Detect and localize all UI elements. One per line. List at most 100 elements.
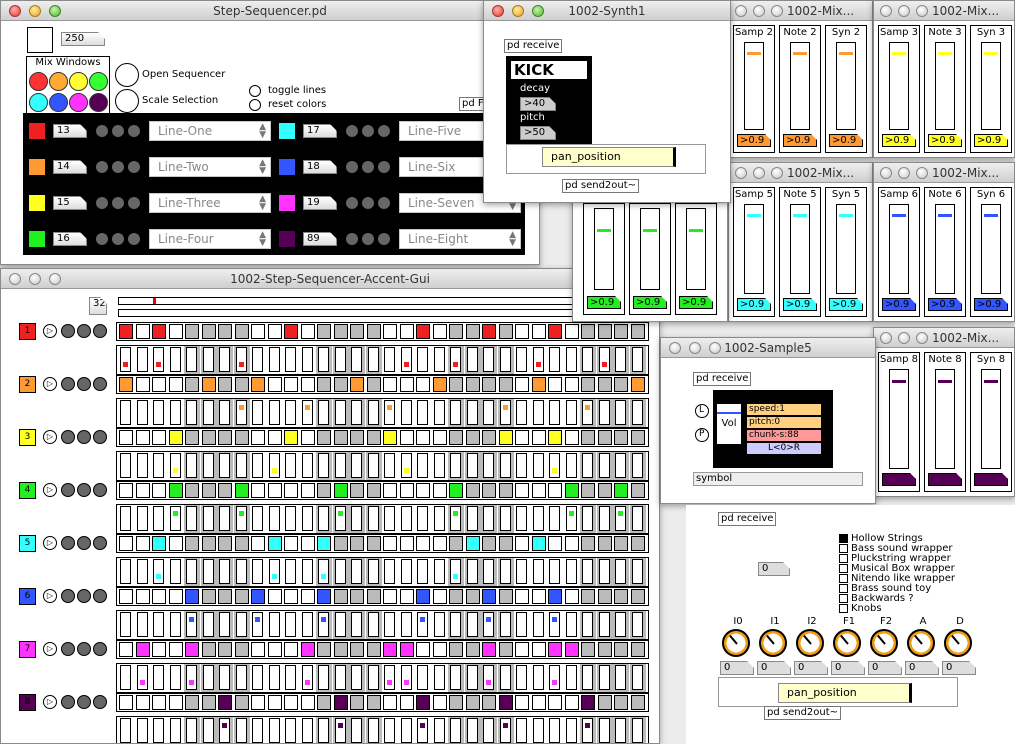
accent-slider[interactable] <box>598 665 610 690</box>
step-cell[interactable] <box>581 695 595 710</box>
step-cell[interactable] <box>152 642 166 657</box>
step-cell[interactable] <box>333 430 348 445</box>
step-cell[interactable] <box>548 589 562 604</box>
accent-slider[interactable] <box>499 559 511 584</box>
row-id-badge[interactable]: 7 <box>19 641 36 658</box>
step-cell[interactable] <box>465 642 480 657</box>
step-cell[interactable] <box>498 483 513 498</box>
step-cell[interactable] <box>548 536 562 551</box>
accent-slider[interactable] <box>615 400 626 425</box>
step-cell[interactable] <box>416 589 430 604</box>
palette-swatch[interactable] <box>29 72 48 91</box>
accent-slider[interactable] <box>136 400 148 425</box>
step-cell[interactable] <box>416 430 430 445</box>
accent-slider[interactable] <box>549 665 560 690</box>
accent-slider[interactable] <box>153 347 164 372</box>
step-cell[interactable] <box>548 324 562 339</box>
line-toggle[interactable] <box>361 160 375 174</box>
accent-slider[interactable] <box>367 347 379 372</box>
line-select[interactable]: Line-Two▲▼ <box>149 157 271 177</box>
step-cell[interactable] <box>531 430 546 445</box>
line-toggle[interactable] <box>111 160 125 174</box>
line-number[interactable]: 16 <box>53 232 87 246</box>
accent-slider[interactable] <box>268 347 280 372</box>
accent-slider[interactable] <box>235 665 247 690</box>
step-cell[interactable] <box>597 536 612 551</box>
step-cell[interactable] <box>482 377 496 392</box>
accent-slider[interactable] <box>532 665 544 690</box>
row-id-badge[interactable]: 2 <box>19 376 36 393</box>
step-cell[interactable] <box>399 483 414 498</box>
level-number[interactable]: >0.9 <box>829 134 863 147</box>
step-cell[interactable] <box>284 642 298 657</box>
accent-slider[interactable] <box>219 718 230 743</box>
value-number[interactable]: 0 <box>758 562 790 576</box>
step-cell[interactable] <box>564 589 579 604</box>
accent-slider[interactable] <box>549 453 560 478</box>
bang-box[interactable] <box>27 27 53 53</box>
step-cell[interactable] <box>333 695 348 710</box>
accent-slider[interactable] <box>615 453 626 478</box>
palette-swatch[interactable] <box>69 93 88 112</box>
row-toggle[interactable] <box>93 377 107 391</box>
step-cell[interactable] <box>465 589 480 604</box>
step-cell[interactable] <box>515 536 529 551</box>
accent-slider[interactable] <box>285 612 296 637</box>
line-select[interactable]: Line-Eight▲▼ <box>399 229 521 249</box>
step-cell[interactable] <box>383 536 397 551</box>
accent-slider[interactable] <box>532 506 544 531</box>
step-cell[interactable] <box>168 377 183 392</box>
minimize-icon[interactable] <box>753 5 765 17</box>
accent-slider[interactable] <box>120 453 131 478</box>
volume-fader[interactable] <box>889 42 909 130</box>
step-cell[interactable] <box>168 430 183 445</box>
step-cell[interactable] <box>449 430 463 445</box>
line-toggle[interactable] <box>127 124 141 138</box>
step-cell[interactable] <box>300 695 315 710</box>
step-cell[interactable] <box>630 589 645 604</box>
accent-slider[interactable] <box>186 400 197 425</box>
accent-slider[interactable] <box>136 665 148 690</box>
accent-slider[interactable] <box>615 612 626 637</box>
step-cell[interactable] <box>168 695 183 710</box>
title-bar[interactable]: 1002-Synth1 <box>484 1 730 21</box>
minimize-icon[interactable] <box>512 5 524 17</box>
minimize-icon[interactable] <box>898 332 910 344</box>
step-cell[interactable] <box>333 377 348 392</box>
step-cell[interactable] <box>630 324 645 339</box>
step-cell[interactable] <box>449 695 463 710</box>
accent-slider[interactable] <box>384 612 395 637</box>
accent-slider[interactable] <box>483 559 494 584</box>
play-icon[interactable]: ▷ <box>43 377 57 391</box>
row-toggle[interactable] <box>93 324 107 338</box>
accent-slider[interactable] <box>499 506 511 531</box>
accent-slider[interactable] <box>153 559 164 584</box>
step-cell[interactable] <box>267 642 282 657</box>
accent-slider[interactable] <box>235 453 247 478</box>
step-cell[interactable] <box>531 324 546 339</box>
preset-item[interactable]: Bass sound wrapper <box>839 544 953 554</box>
accent-slider[interactable] <box>400 347 412 372</box>
accent-slider[interactable] <box>499 612 511 637</box>
step-cell[interactable] <box>284 589 298 604</box>
step-cell[interactable] <box>317 430 331 445</box>
palette-swatch[interactable] <box>49 93 68 112</box>
accent-slider[interactable] <box>450 400 461 425</box>
step-cell[interactable] <box>366 324 381 339</box>
step-cell[interactable] <box>482 642 496 657</box>
accent-slider[interactable] <box>235 506 247 531</box>
step-cell[interactable] <box>168 324 183 339</box>
accent-slider[interactable] <box>483 718 494 743</box>
accent-slider[interactable] <box>285 506 296 531</box>
accent-slider[interactable] <box>400 453 412 478</box>
step-cell[interactable] <box>548 642 562 657</box>
accent-slider[interactable] <box>136 718 148 743</box>
pan-position-field[interactable]: pan_position <box>778 683 912 703</box>
accent-slider[interactable] <box>268 506 280 531</box>
accent-slider[interactable] <box>351 718 362 743</box>
zoom-icon[interactable] <box>709 342 721 354</box>
step-cell[interactable] <box>135 589 150 604</box>
step-cell[interactable] <box>432 430 447 445</box>
volume-fader[interactable] <box>744 204 764 294</box>
volume-fader[interactable] <box>744 42 764 130</box>
